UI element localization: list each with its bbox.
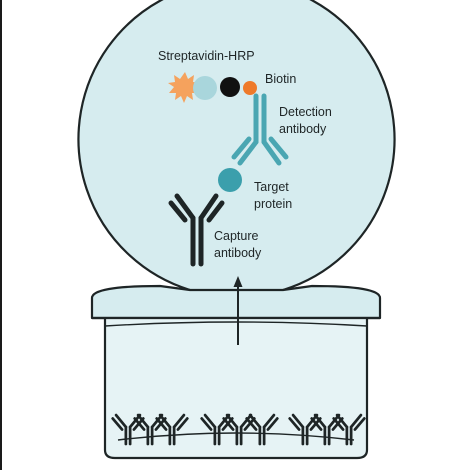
label-detection-antibody-2: antibody (279, 122, 327, 136)
target-protein-icon (218, 168, 242, 192)
left-border (0, 0, 2, 470)
capture-antibody-icon (168, 193, 225, 267)
label-capture-antibody-1: Capture (214, 229, 259, 243)
label-target-protein-1: Target (254, 180, 289, 194)
biotin-icon (220, 77, 240, 97)
label-biotin: Biotin (265, 72, 296, 86)
magnified-view-bubble (77, 0, 396, 292)
label-streptavidin-hrp: Streptavidin-HRP (158, 49, 255, 63)
label-target-protein-2: protein (254, 197, 292, 211)
streptavidin-icon (193, 76, 217, 100)
detection-antibody-icon (231, 93, 289, 166)
linker-dot-icon (243, 81, 257, 95)
label-detection-antibody-1: Detection (279, 105, 332, 119)
label-capture-antibody-2: antibody (214, 246, 262, 260)
hrp-enzyme-icon (168, 72, 200, 103)
upward-arrow-icon (233, 276, 243, 345)
